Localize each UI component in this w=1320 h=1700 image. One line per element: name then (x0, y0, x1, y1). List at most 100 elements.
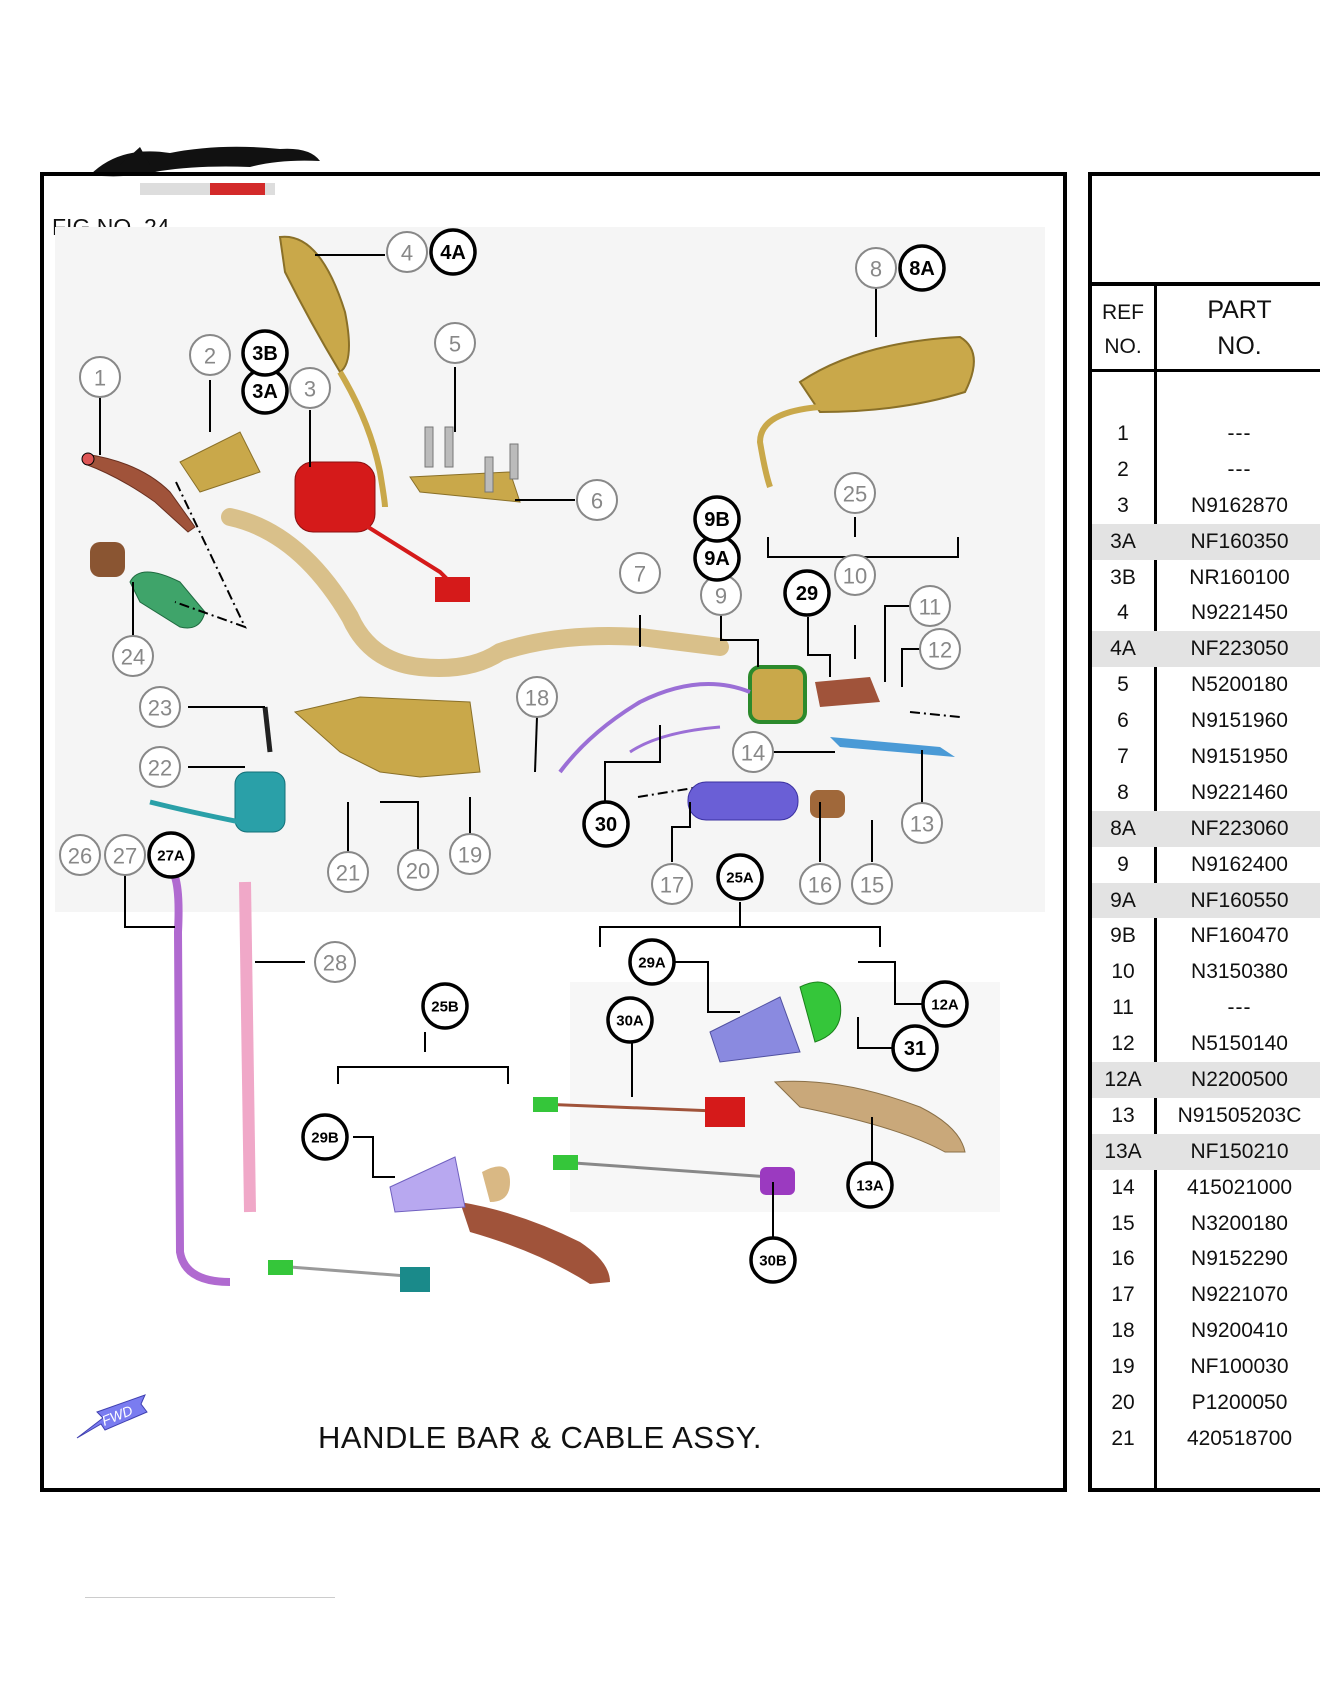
part-no-cell: N9151960 (1191, 709, 1288, 733)
ref-no-cell: 8 (1117, 780, 1129, 804)
table-row: 1--- (1092, 416, 1320, 452)
part-no-cell: N91505203C (1177, 1103, 1302, 1127)
svg-text:23: 23 (148, 696, 172, 721)
callout-3b: 3B (241, 329, 289, 377)
ref-no-cell: 10 (1111, 960, 1135, 984)
ref-no-cell: 14 (1111, 1175, 1135, 1199)
ref-no-cell: 7 (1117, 744, 1129, 768)
master-cylinder (293, 696, 481, 778)
svg-text:3B: 3B (252, 343, 278, 365)
callout-7: 7 (619, 552, 661, 594)
callout-11: 11 (909, 585, 951, 627)
callout-3a: 3A (241, 367, 289, 415)
footer-rule (85, 1597, 335, 1598)
svg-text:20: 20 (406, 859, 430, 884)
svg-text:9B: 9B (704, 509, 730, 531)
callout-13a: 13A (846, 1161, 894, 1209)
svg-text:30: 30 (595, 814, 617, 836)
svg-text:4A: 4A (440, 242, 466, 264)
callout-12a: 12A (921, 980, 969, 1028)
part-no-cell: NF100030 (1190, 1355, 1289, 1379)
apache-logo (90, 146, 320, 195)
table-header (1092, 286, 1320, 372)
part-no-cell: N2200500 (1191, 1067, 1288, 1091)
callout-4: 4 (386, 231, 428, 273)
table-row: 18 N9200410 (1092, 1313, 1320, 1349)
table-row: 6 N9151960 (1092, 703, 1320, 739)
svg-text:31: 31 (904, 1038, 926, 1060)
svg-text:25: 25 (843, 482, 867, 507)
callout-20: 20 (397, 849, 439, 891)
callout-25a: 25A (716, 853, 764, 901)
svg-text:17: 17 (660, 873, 684, 898)
svg-text:26: 26 (68, 844, 92, 869)
part-no-cell: --- (1227, 421, 1252, 445)
part-no-cell: P1200050 (1191, 1390, 1288, 1414)
right-grip (687, 781, 799, 821)
part-header-line2: NO. (1217, 332, 1262, 360)
callout-10: 10 (834, 554, 876, 596)
ref-no-cell: 9 (1117, 852, 1129, 876)
part-no-cell: N5200180 (1191, 673, 1288, 697)
svg-text:13A: 13A (856, 1178, 884, 1195)
right-switch (748, 665, 807, 724)
callout-19: 19 (449, 833, 491, 875)
ref-no-cell: 6 (1117, 709, 1129, 733)
callout-22: 22 (139, 746, 181, 788)
cable-30b (559, 1160, 771, 1179)
callout-30b: 30B (749, 1236, 797, 1284)
svg-text:8: 8 (870, 257, 882, 282)
ref-no-cell: 9B (1110, 924, 1136, 948)
callout-27a: 27A (147, 831, 195, 879)
svg-text:30A: 30A (616, 1013, 644, 1030)
ref-no-cell: 16 (1111, 1247, 1135, 1271)
svg-text:5: 5 (449, 332, 461, 357)
callout-3: 3 (289, 367, 331, 409)
table-row: 4A NF223050 (1092, 631, 1320, 668)
ref-no-cell: 18 (1111, 1319, 1135, 1343)
figure-caption: HANDLE BAR & CABLE ASSY. (318, 1420, 762, 1455)
callout-9b: 9B (693, 495, 741, 543)
ref-no-cell: 4A (1110, 637, 1136, 661)
callout-29b: 29B (301, 1113, 349, 1161)
ref-no-cell: 19 (1111, 1355, 1135, 1379)
part-no-cell: N9200410 (1191, 1319, 1288, 1343)
part-no-cell: NF223050 (1190, 637, 1289, 661)
svg-text:16: 16 (808, 873, 832, 898)
part-no-cell: N9162400 (1191, 852, 1288, 876)
svg-text:22: 22 (148, 756, 172, 781)
svg-text:7: 7 (634, 562, 646, 587)
figure-frame (40, 172, 1067, 1492)
table-row: 9 N9162400 (1092, 847, 1320, 883)
svg-text:3: 3 (304, 377, 316, 402)
ref-no-cell: 12 (1111, 1032, 1135, 1056)
svg-text:15: 15 (860, 873, 884, 898)
table-row: 19 NF100030 (1092, 1349, 1320, 1385)
callout-2: 2 (189, 334, 231, 376)
clutch-cable (239, 881, 256, 1213)
callout-23: 23 (139, 686, 181, 728)
callout-8a: 8A (898, 244, 946, 292)
svg-text:2: 2 (204, 344, 216, 369)
callout-8: 8 (855, 247, 897, 289)
ignition-switch (149, 706, 286, 833)
svg-text:14: 14 (741, 741, 765, 766)
callout-30: 30 (582, 800, 630, 848)
ref-no-header: REF NO. (1092, 296, 1154, 364)
svg-text:13: 13 (910, 812, 934, 837)
ref-header-line1: REF (1102, 301, 1144, 324)
svg-text:9: 9 (715, 584, 727, 609)
brake-switch-cable (558, 682, 751, 774)
table-row: 2--- (1092, 452, 1320, 488)
bolts (424, 426, 519, 493)
callout-1: 1 (79, 356, 121, 398)
left-switch-red (294, 461, 470, 602)
ref-header-line2: NO. (1104, 335, 1142, 358)
